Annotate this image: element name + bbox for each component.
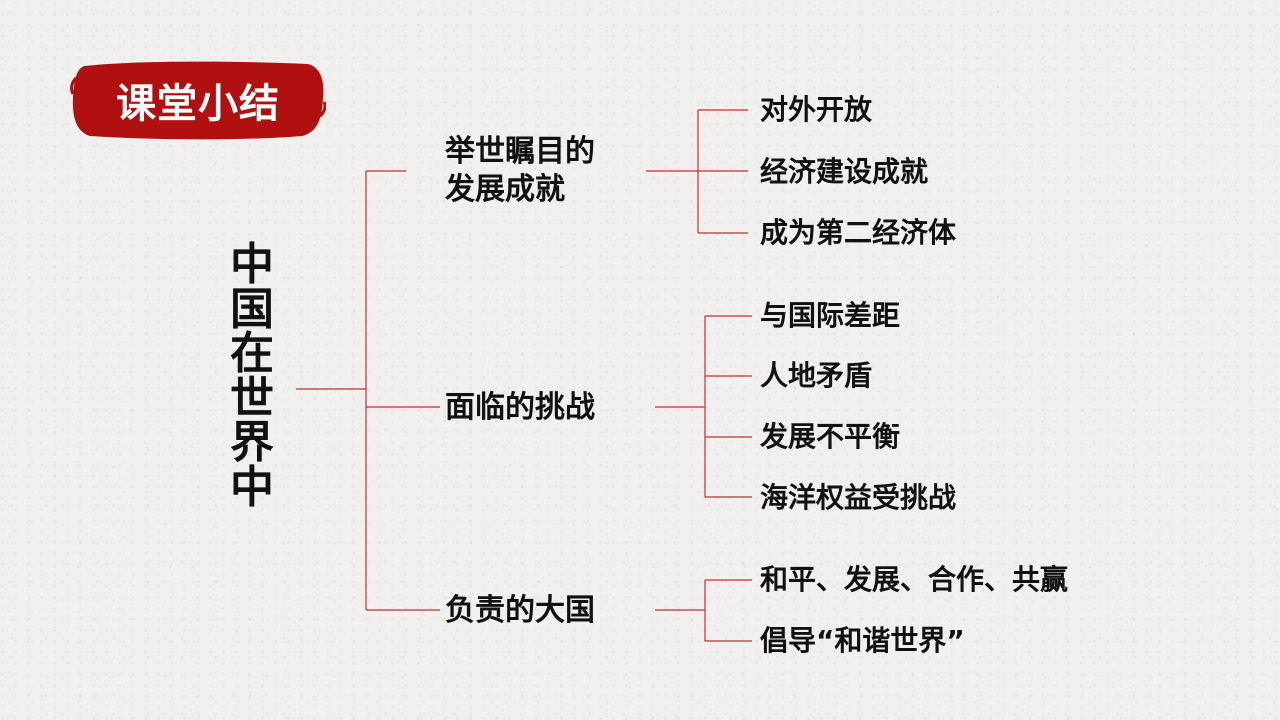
title-badge: 课堂小结 bbox=[70, 58, 326, 142]
root-topic: 中国在世界中 bbox=[230, 239, 274, 513]
leaf-international-gap: 与国际差距 bbox=[760, 299, 901, 332]
leaf-harmonious-world: 倡导“和谐世界” bbox=[760, 624, 965, 657]
leaf-unbalanced-development: 发展不平衡 bbox=[760, 420, 901, 453]
branch-development-achievements: 举世瞩目的 发展成就 bbox=[445, 133, 595, 209]
leaf-maritime-rights: 海洋权益受挑战 bbox=[760, 481, 957, 514]
leaf-peace-development: 和平、发展、合作、共赢 bbox=[760, 563, 1069, 596]
leaf-human-land-conflict: 人地矛盾 bbox=[760, 359, 873, 392]
leaf-second-economy: 成为第二经济体 bbox=[760, 216, 957, 249]
branch-label-line: 举世瞩目的 bbox=[445, 134, 595, 169]
branch-responsible-power: 负责的大国 bbox=[445, 593, 595, 628]
lesson-summary-title: 课堂小结 bbox=[116, 81, 280, 127]
branch-challenges: 面临的挑战 bbox=[445, 390, 595, 425]
leaf-opening-up: 对外开放 bbox=[760, 93, 873, 126]
branch-label-line: 发展成就 bbox=[445, 172, 565, 207]
leaf-economic-construction: 经济建设成就 bbox=[760, 155, 929, 188]
brush-stroke-background bbox=[70, 61, 326, 140]
